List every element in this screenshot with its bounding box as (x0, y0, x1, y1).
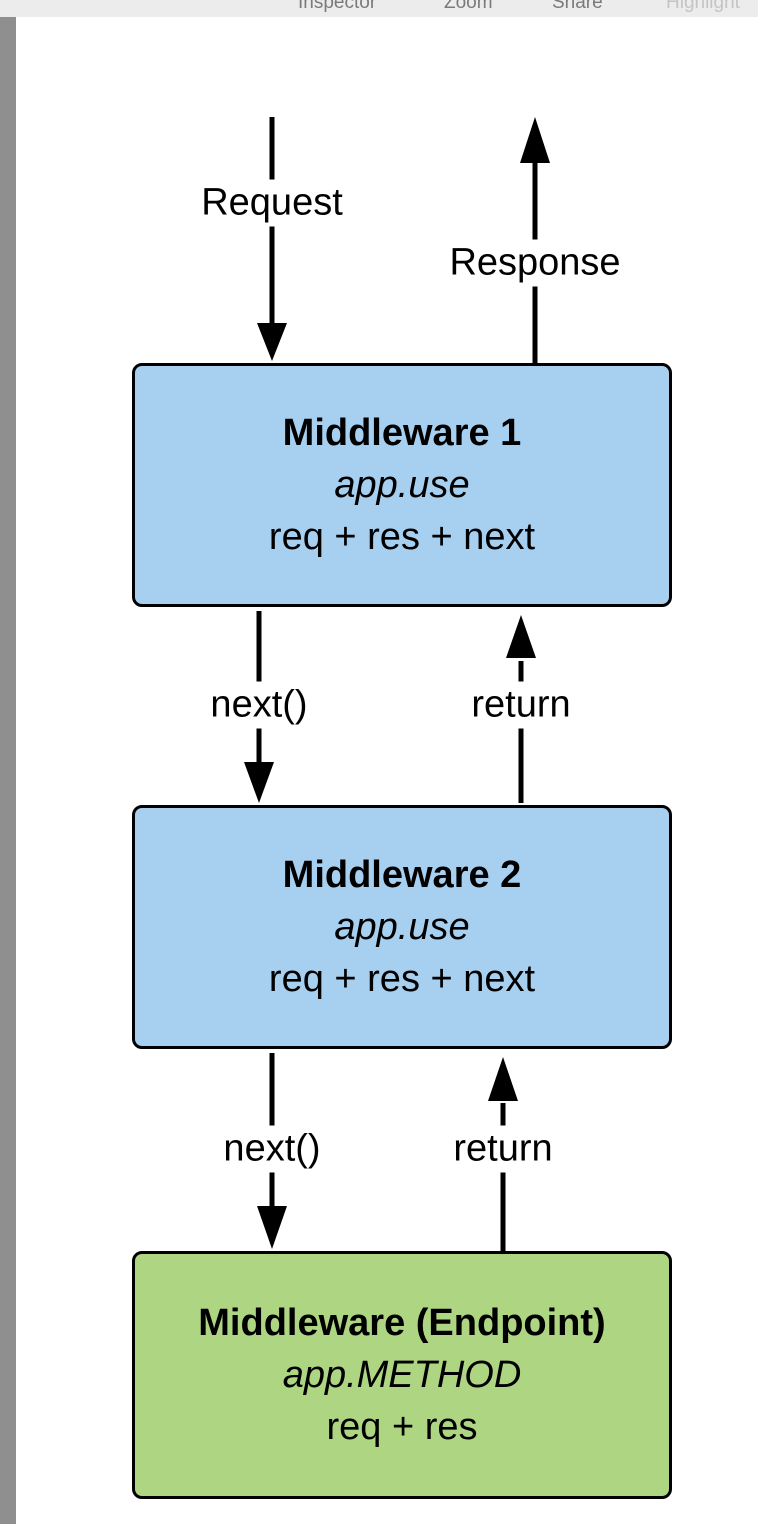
endpoint-middleware-box: Middleware (Endpoint) app.METHOD req + r… (132, 1251, 672, 1499)
endpoint-method: app.METHOD (282, 1354, 522, 1396)
toolbar-share-button[interactable]: Share (552, 0, 603, 13)
endpoint-title: Middleware (Endpoint) (198, 1302, 606, 1344)
diagram-canvas: Request Response Middleware 1 app.use re… (16, 17, 758, 1524)
next-label-1: next() (208, 681, 310, 729)
response-arrowhead (520, 117, 550, 163)
middleware-1-title: Middleware 1 (282, 412, 522, 454)
middleware-1-method: app.use (334, 464, 470, 506)
middleware-2-box: Middleware 2 app.use req + res + next (132, 805, 672, 1049)
return-label-2: return (451, 1125, 555, 1173)
toolbar-zoom-button[interactable]: Zoom (444, 0, 493, 13)
endpoint-signature: req + res (326, 1406, 478, 1448)
return-arrowhead-1 (506, 615, 536, 658)
left-gutter (0, 17, 16, 1524)
return-label-1: return (469, 681, 573, 729)
next-label-2: next() (221, 1125, 323, 1173)
request-arrowhead (257, 323, 287, 361)
request-label: Request (199, 179, 345, 227)
next-arrowhead-1 (244, 762, 274, 803)
toolbar-inspector-button[interactable]: Inspector (298, 0, 377, 13)
middleware-1-signature: req + res + next (268, 516, 536, 558)
middleware-2-title: Middleware 2 (282, 854, 522, 896)
toolbar: Inspector Zoom Share Highlight (0, 0, 758, 18)
response-label: Response (447, 239, 623, 287)
middleware-1-box: Middleware 1 app.use req + res + next (132, 363, 672, 607)
middleware-2-method: app.use (334, 906, 470, 948)
next-arrowhead-2 (257, 1206, 287, 1249)
return-arrowhead-2 (488, 1057, 518, 1101)
middleware-2-signature: req + res + next (268, 958, 536, 1000)
toolbar-highlight-button[interactable]: Highlight (666, 0, 740, 13)
